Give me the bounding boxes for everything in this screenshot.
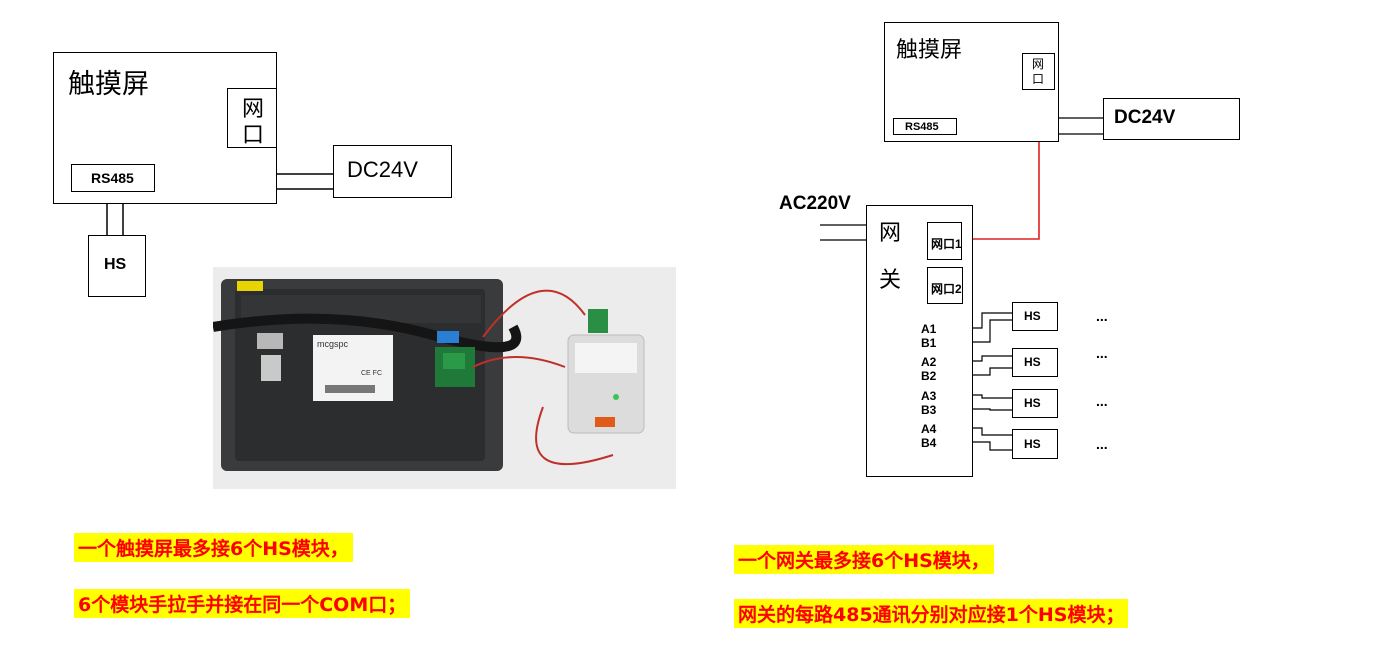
channel-b-label: B2 (921, 369, 937, 383)
right-touchscreen-label: 触摸屏 (896, 38, 963, 63)
hs-box (1012, 429, 1058, 459)
caption-right-line2: 网关的每路485通讯分别对应接1个HS模块； (734, 599, 1129, 628)
channel-b-label: B1 (921, 336, 937, 350)
right-net-port-label: 网 (1032, 57, 1045, 71)
hs-box (1012, 389, 1058, 418)
port2-box (927, 267, 963, 304)
photo-drawing (213, 279, 645, 471)
hs-label: HS (1024, 396, 1041, 410)
caption-right-line1: 一个网关最多接6个HS模块， (734, 545, 994, 574)
more-indicator: ... (1096, 345, 1108, 361)
port1-box (927, 222, 962, 260)
device-photo: mcgspc CE FC (213, 267, 676, 489)
gateway-label: 网 (879, 221, 902, 246)
dc24v-label: DC24V (347, 157, 418, 182)
hs-box (1012, 302, 1058, 331)
more-indicator: ... (1096, 308, 1108, 324)
photo-fc: CE FC (361, 370, 382, 377)
port2-label: 网口2 (931, 282, 962, 296)
more-indicator: ... (1096, 393, 1108, 409)
channel-a-label: A3 (921, 389, 937, 403)
right-rs485-label: RS485 (905, 121, 939, 133)
touchscreen-label: 触摸屏 (68, 69, 149, 100)
right-net-port-box (1022, 53, 1055, 90)
right-net-port-label: 口 (1032, 72, 1045, 86)
more-indicator: ... (1096, 436, 1108, 452)
rs485-box (71, 164, 155, 192)
port1-label: 网口1 (931, 237, 962, 251)
right-rs485-box (893, 118, 957, 135)
channel-a-label: A1 (921, 322, 937, 336)
net-port-box (227, 88, 277, 148)
channel-a-label: A4 (921, 422, 937, 436)
rs485-label: RS485 (91, 170, 134, 186)
hs-label: HS (1024, 309, 1041, 323)
hs-label: HS (1024, 437, 1041, 451)
hs-box (88, 235, 146, 297)
net-port-label: 网 (242, 97, 265, 122)
channel-b-label: B3 (921, 403, 937, 417)
dc24v-box (333, 145, 452, 198)
caption-left-line1: 一个触摸屏最多接6个HS模块， (74, 533, 353, 562)
right-dc24v-label: DC24V (1114, 107, 1176, 128)
channel-b-label: B4 (921, 436, 937, 450)
gateway-label: 关 (879, 268, 902, 293)
channel-a-label: A2 (921, 355, 937, 369)
ac220v-label: AC220V (779, 193, 851, 214)
caption-left-line2: 6个模块手拉手并接在同一个COM口； (74, 589, 411, 618)
hs-label: HS (104, 256, 127, 273)
net-port-label: 口 (242, 123, 265, 148)
hs-label: HS (1024, 355, 1041, 369)
photo-brand: mcgspc (317, 339, 349, 349)
right-dc24v-box (1103, 98, 1240, 140)
hs-box (1012, 348, 1058, 377)
